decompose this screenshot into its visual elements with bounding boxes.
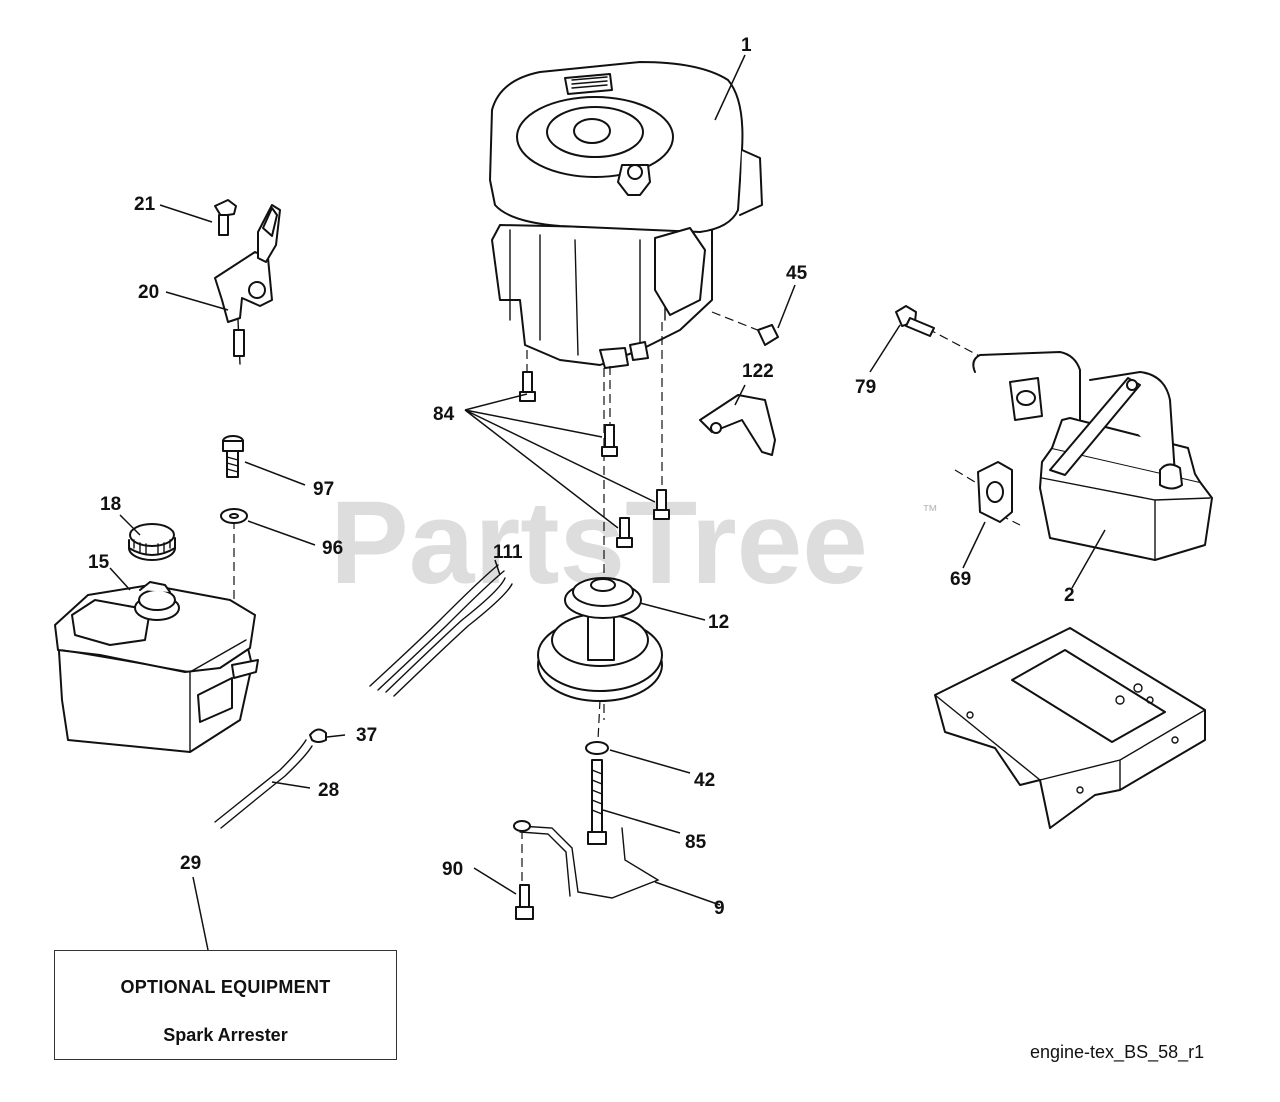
deflector-122[interactable] <box>699 394 776 456</box>
centerline-pulley-washer <box>597 699 601 741</box>
bolt-84-a[interactable] <box>519 371 536 402</box>
callout-18: 18 <box>100 494 121 515</box>
callout-1: 1 <box>741 35 752 56</box>
engine-mount-plate[interactable] <box>934 627 1206 829</box>
callout-111: 111 <box>493 542 523 563</box>
fuel-hose-28[interactable] <box>214 739 313 829</box>
callout-97: 97 <box>313 479 334 500</box>
callout-9: 9 <box>714 898 725 919</box>
callout-21: 21 <box>134 194 156 215</box>
centerline-nut-45 <box>711 311 766 334</box>
callout-122: 122 <box>742 361 774 382</box>
pulley-12[interactable] <box>537 577 663 702</box>
bolt-79[interactable] <box>895 305 935 337</box>
optional-equipment-title: OPTIONAL EQUIPMENT <box>120 977 331 997</box>
callout-15: 15 <box>88 552 110 573</box>
screw-21[interactable] <box>214 199 237 236</box>
callout-2: 2 <box>1064 585 1075 606</box>
callout-96: 96 <box>322 538 343 559</box>
bolt-84-b[interactable] <box>601 424 618 457</box>
leader-lines <box>109 54 1106 951</box>
callout-42: 42 <box>694 770 715 791</box>
gasket-69[interactable] <box>977 461 1013 523</box>
callout-85: 85 <box>685 832 707 853</box>
callout-84: 84 <box>433 404 455 425</box>
callout-45: 45 <box>786 263 808 284</box>
engine-part-1[interactable] <box>489 61 763 369</box>
bolt-85[interactable] <box>587 759 607 845</box>
bolt-84-c[interactable] <box>653 489 670 520</box>
bolt-90[interactable] <box>515 884 534 920</box>
nut-45[interactable] <box>757 324 779 346</box>
hose-clamp-37[interactable] <box>309 728 327 743</box>
fuel-hose-111[interactable] <box>369 564 513 697</box>
optional-equipment-item: Spark Arrester <box>163 1025 288 1045</box>
callout-69: 69 <box>950 569 971 590</box>
callout-28: 28 <box>318 780 339 801</box>
callout-79: 79 <box>855 377 876 398</box>
bolt-84-d[interactable] <box>616 517 633 548</box>
callout-12: 12 <box>708 612 729 633</box>
watermark-trademark: ™ <box>922 503 938 520</box>
callout-20: 20 <box>138 282 159 303</box>
optional-equipment-box: OPTIONAL EQUIPMENT Spark Arrester <box>54 950 397 1060</box>
callout-29: 29 <box>180 853 201 874</box>
screw-97[interactable] <box>222 435 244 478</box>
diagram-identifier: engine-tex_BS_58_r1 <box>1030 1042 1205 1062</box>
fuel-tank-15[interactable] <box>54 581 259 753</box>
bracket-9[interactable] <box>513 820 660 899</box>
washer-42[interactable] <box>585 741 609 755</box>
callout-37: 37 <box>356 725 377 746</box>
washer-96[interactable] <box>220 508 248 524</box>
throttle-control-20[interactable] <box>214 204 281 365</box>
callout-numbers: 1 2 9 12 15 18 20 21 28 29 37 42 45 69 7… <box>88 35 1075 919</box>
fuel-cap-18[interactable] <box>128 523 176 561</box>
muffler-2[interactable] <box>972 351 1213 561</box>
callout-90: 90 <box>442 859 463 880</box>
